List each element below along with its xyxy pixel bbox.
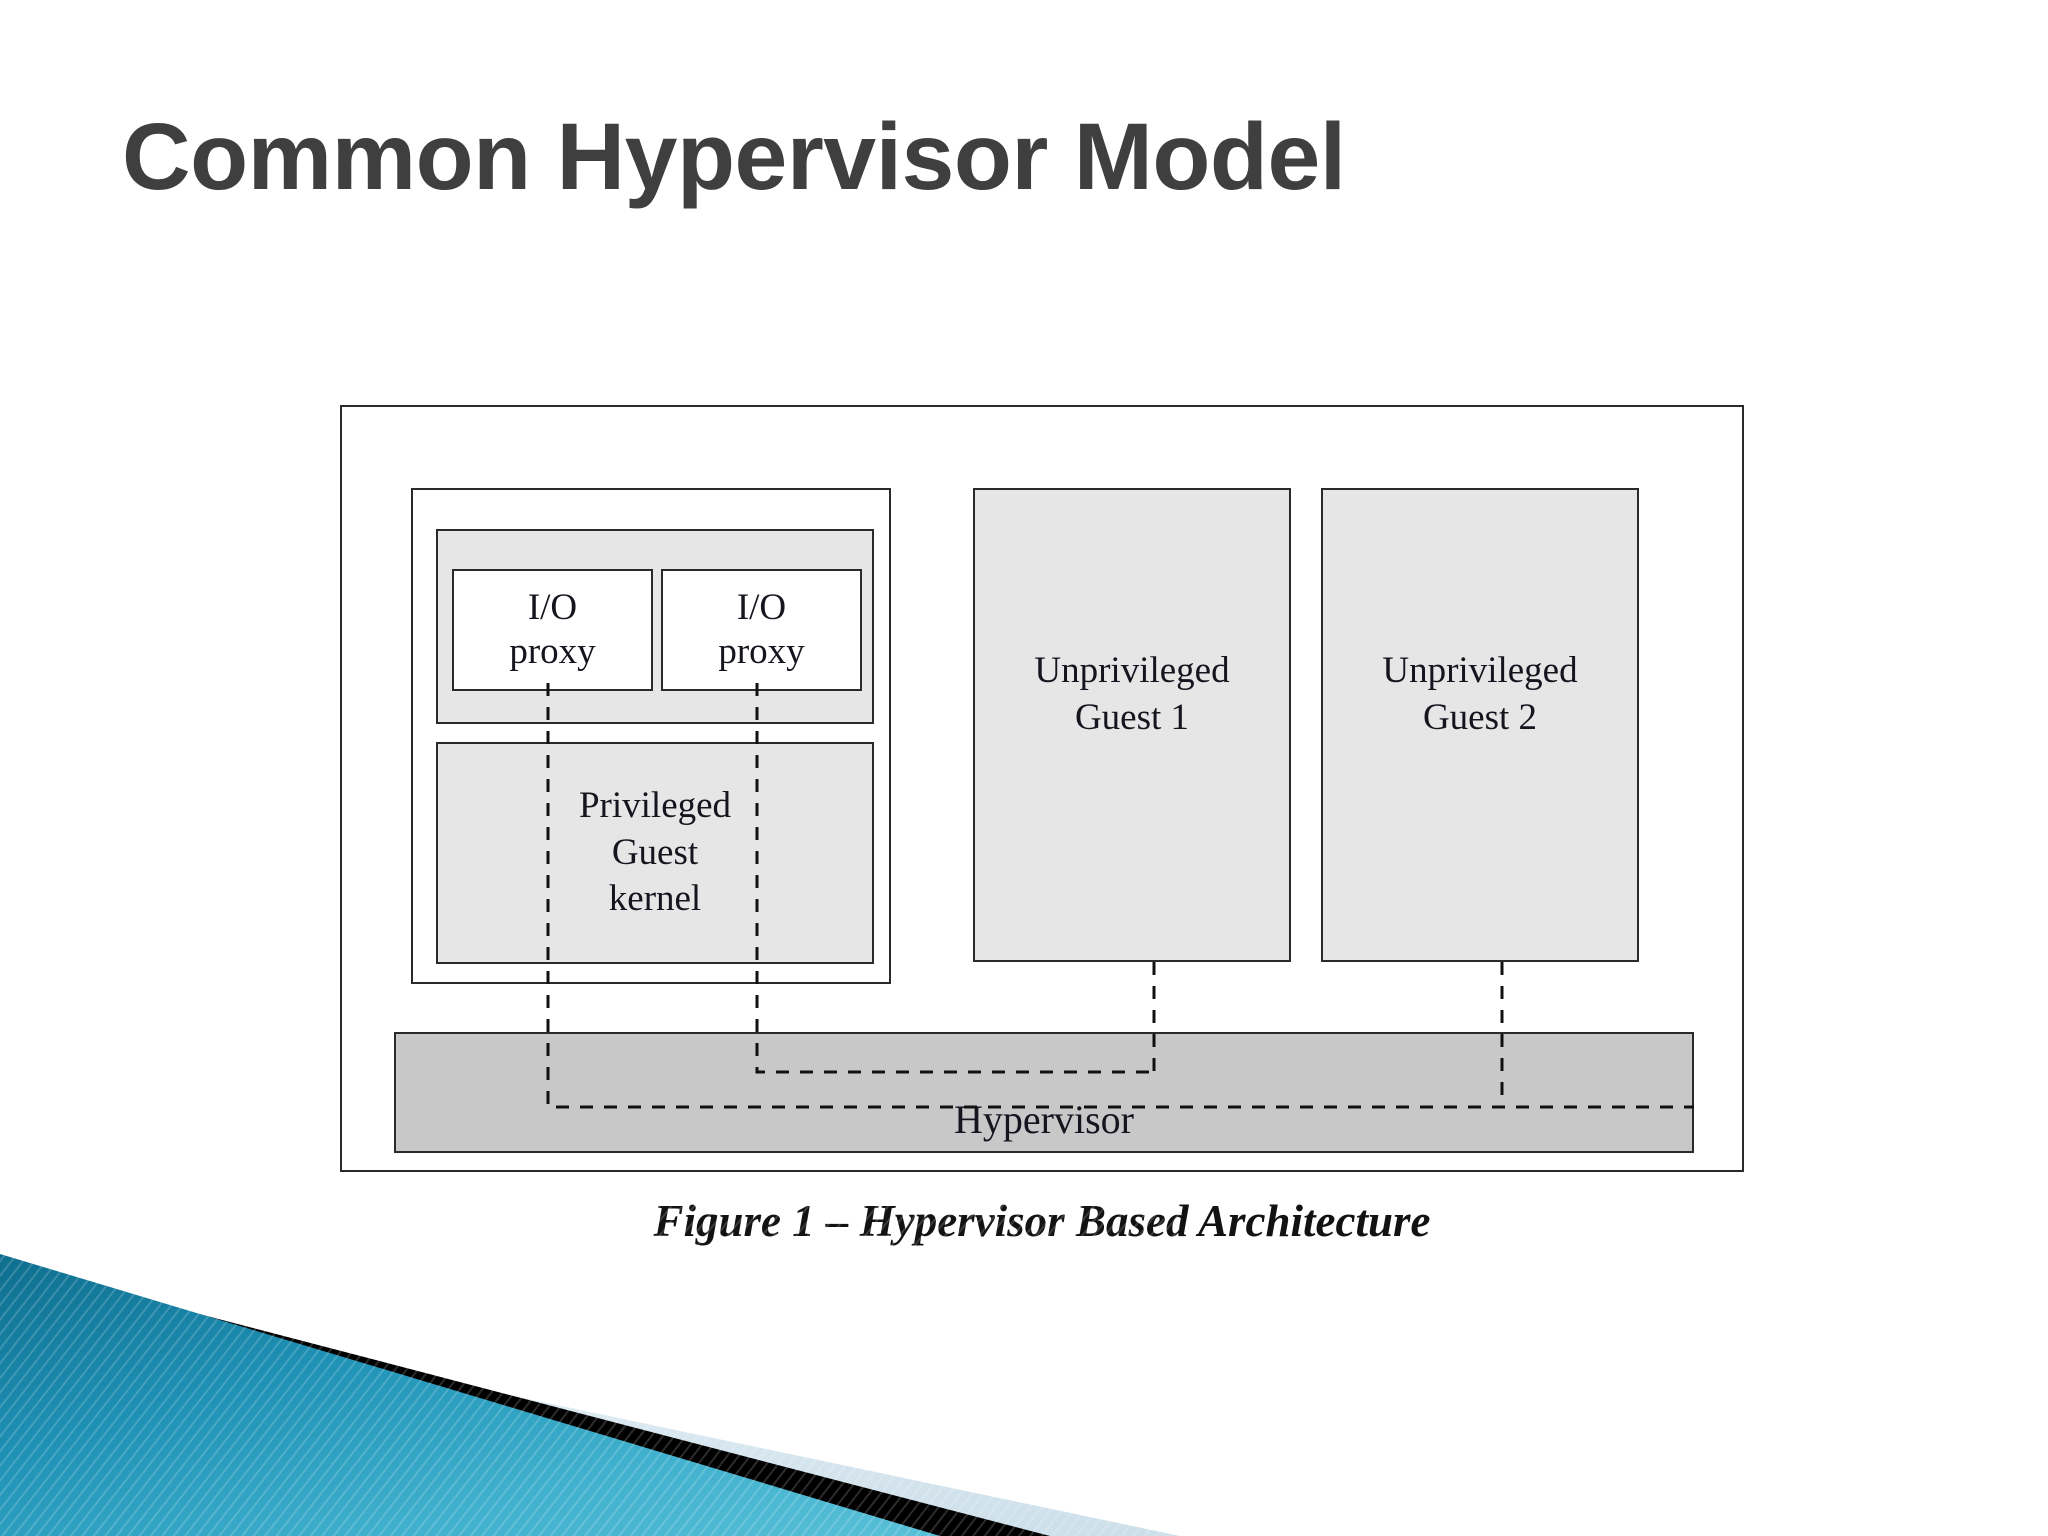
corner-pale-band xyxy=(0,1288,1180,1536)
page-title: Common Hypervisor Model xyxy=(122,104,1346,210)
corner-black-stripe xyxy=(0,1262,1050,1536)
unprivileged-guest-2-box: Unprivileged Guest 2 xyxy=(1321,488,1639,962)
figure-container: I/O proxy I/O proxy Privileged Guest ker… xyxy=(340,405,1744,1265)
figure-caption: Figure 1 – Hypervisor Based Architecture xyxy=(653,1196,1431,1246)
io-proxy-box-right: I/O proxy xyxy=(661,569,862,691)
unprivileged-guest-1-box: Unprivileged Guest 1 xyxy=(973,488,1291,962)
hypervisor-bar: Hypervisor xyxy=(394,1032,1694,1153)
figure-outer-frame: I/O proxy I/O proxy Privileged Guest ker… xyxy=(340,405,1744,1172)
privileged-guest-kernel-box: Privileged Guest kernel xyxy=(436,742,874,964)
io-proxy-panel: I/O proxy I/O proxy xyxy=(436,529,874,724)
privileged-domain-container: I/O proxy I/O proxy Privileged Guest ker… xyxy=(411,488,891,984)
io-proxy-box-left: I/O proxy xyxy=(452,569,653,691)
hypervisor-label: Hypervisor xyxy=(954,1097,1134,1142)
corner-teal-triangle xyxy=(0,1254,940,1536)
